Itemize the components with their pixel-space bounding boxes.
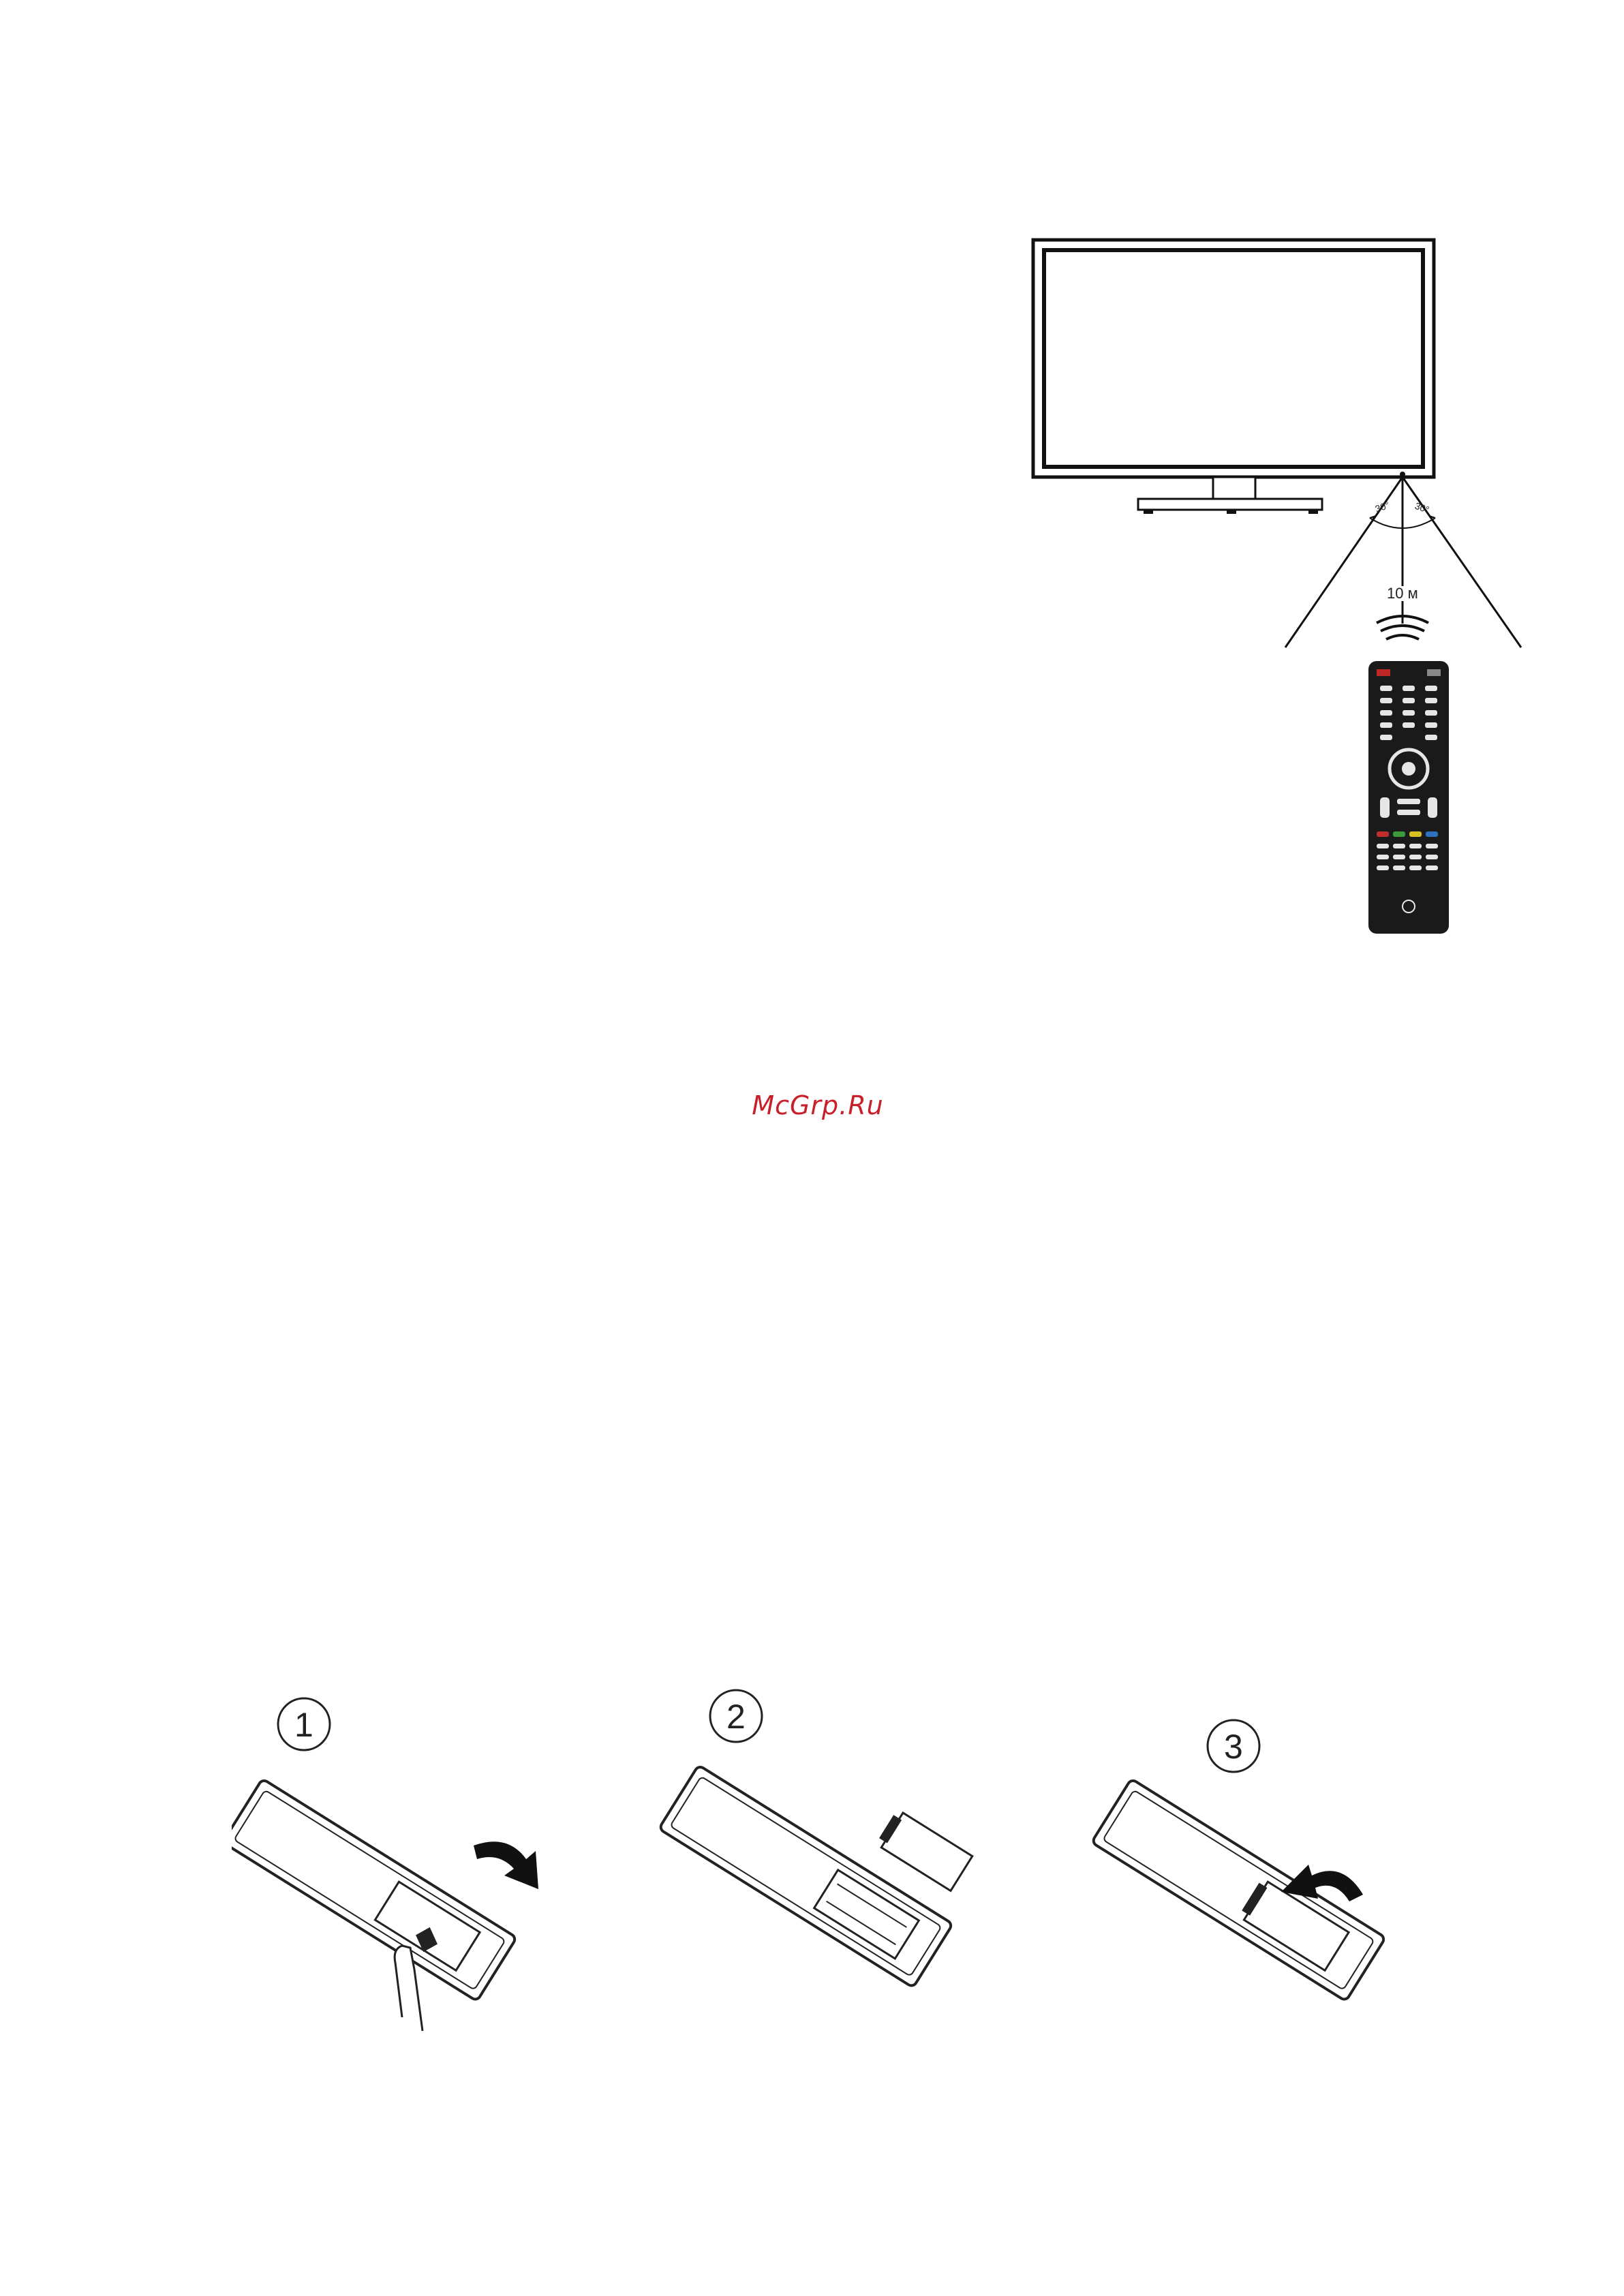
distance-label: 10 м xyxy=(1387,585,1418,602)
step-1-illustration: 1 xyxy=(232,1698,538,2031)
rotate-arrow-icon xyxy=(474,1841,538,1889)
battery-cover-icon xyxy=(876,1809,972,1891)
remote-back-icon xyxy=(232,1779,517,2001)
step-2-number: 2 xyxy=(726,1698,746,1736)
step-3-number: 3 xyxy=(1224,1728,1243,1766)
angle-left-label: 30° xyxy=(1374,500,1391,515)
remote-back-open-icon xyxy=(659,1765,953,1987)
remote-control-icon xyxy=(1368,661,1449,934)
step-2-illustration: 2 xyxy=(659,1690,972,1987)
watermark-text: McGrp.Ru xyxy=(743,1090,893,1120)
remote-range-illustration: 30° 30° 10 м xyxy=(1009,225,1540,961)
step-3-illustration: 3 xyxy=(1092,1720,1385,2001)
step-1-number: 1 xyxy=(294,1706,313,1744)
tv-icon xyxy=(1033,240,1434,514)
battery-installation-steps: 1 2 xyxy=(232,1677,1445,2058)
